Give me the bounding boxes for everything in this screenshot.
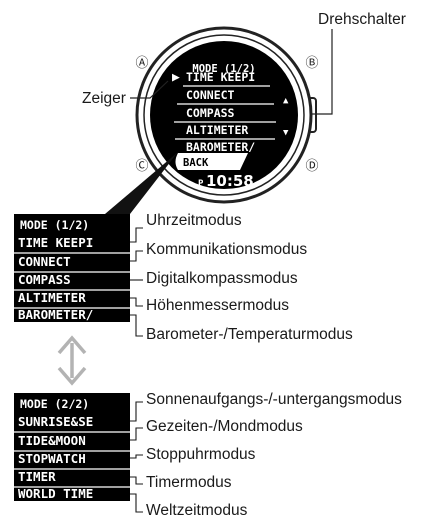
menu2-item: SUNRISE&SE (18, 414, 93, 429)
menu2-header: MODE (2/2) (20, 397, 89, 411)
back-label: BACK (183, 157, 209, 169)
menu2-screen (14, 393, 130, 501)
watch-menu-item: BAROMETER/ (186, 140, 255, 154)
menu2-label: Gezeiten-/Mondmodus (146, 418, 303, 435)
watch-menu-header: MODE (1/2) (192, 63, 255, 75)
button-c-icon: Ⓒ (135, 159, 148, 174)
menu1-label: Höhenmessermodus (146, 297, 289, 314)
button-b-icon: Ⓑ (305, 56, 318, 71)
scroll-down-icon: ▼ (283, 128, 289, 138)
page-switch-arrow-icon (57, 335, 87, 386)
menu1-label: Digitalkompassmodus (146, 270, 298, 287)
menu1-screen (14, 214, 130, 322)
pointer-label: Zeiger (82, 90, 126, 107)
menu1-item: BAROMETER/ (18, 307, 93, 322)
button-d-icon: Ⓓ (305, 159, 318, 174)
menu1-label: Barometer-/Temperaturmodus (146, 326, 353, 343)
menu1-item: ALTIMETER (18, 290, 86, 305)
zoom-wedge (105, 152, 178, 214)
menu2-label: Sonnenaufgangs-/-untergangsmodus (146, 391, 402, 408)
menu2-label: Weltzeitmodus (146, 502, 248, 519)
watch-display (150, 41, 298, 189)
crown-leader (310, 29, 333, 115)
pointer-leader (130, 80, 169, 99)
mode-menu-page-2: MODE (2/2) SUNRISE&SE TIDE&MOON STOPWATC… (14, 391, 402, 519)
watch: MODE (1/2) ▶ TIME KEEPI CONNECT COMPASS … (82, 11, 406, 214)
mode-menu-page-1: MODE (1/2) TIME KEEPI CONNECT COMPASS AL… (14, 212, 353, 343)
watch-time: 10:58 (206, 172, 254, 190)
watch-menu-item: ALTIMETER (186, 123, 248, 137)
menu2-item: STOPWATCH (18, 451, 86, 466)
menu1-label: Uhrzeitmodus (146, 212, 242, 229)
scroll-up-icon: ▲ (283, 96, 289, 106)
menu1-item: TIME KEEPI (18, 235, 93, 250)
crown-label: Drehschalter (318, 11, 406, 28)
time-prefix: P (198, 179, 204, 189)
menu1-label: Kommunikationsmodus (146, 241, 307, 258)
menu2-label: Stoppuhrmodus (146, 446, 256, 463)
menu1-header: MODE (1/2) (20, 218, 89, 232)
menu2-item: TIDE&MOON (18, 433, 86, 448)
menu2-item: WORLD TIME (18, 486, 93, 501)
watch-cursor-arrow: ▶ (172, 70, 180, 85)
watch-menu-item: TIME KEEPI (186, 70, 255, 84)
watch-menu-item: COMPASS (186, 106, 235, 120)
watch-menu-item: CONNECT (186, 88, 235, 102)
menu2-item: TIMER (18, 469, 56, 484)
button-a-icon: Ⓐ (135, 56, 148, 71)
menu1-item: CONNECT (18, 254, 71, 269)
menu2-label: Timermodus (146, 474, 232, 491)
menu1-item: COMPASS (18, 272, 71, 287)
back-tab (175, 153, 248, 170)
